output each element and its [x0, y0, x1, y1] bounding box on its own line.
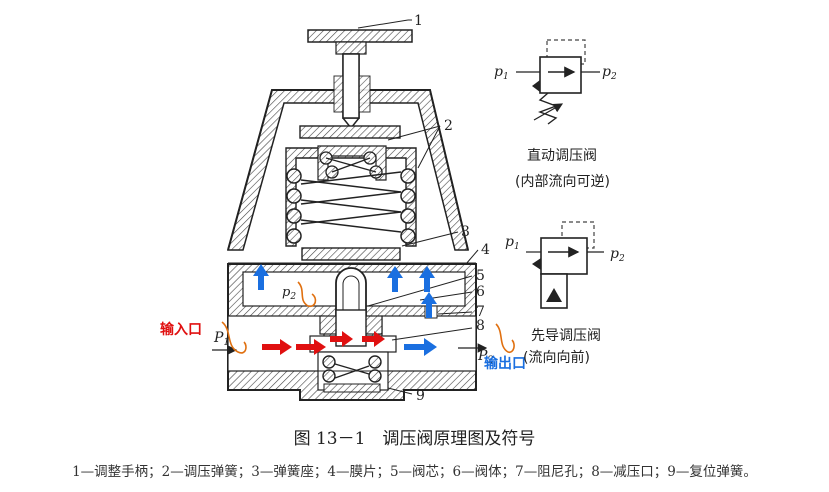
leader-lines — [357, 19, 479, 395]
part-number-7: 7 — [476, 304, 485, 320]
part-number-1: 1 — [414, 13, 423, 29]
inlet-flow-arrows — [262, 331, 385, 355]
direct-symbol-title: 直动调压阀 — [527, 147, 597, 164]
part-number-8: 8 — [476, 318, 485, 334]
direct-p1-label: p1 — [494, 64, 509, 82]
output-port-label: 输出口 — [484, 355, 526, 372]
upper-spring-seat — [299, 125, 401, 139]
pilot-operated-symbol — [526, 221, 604, 309]
valve-cross-section — [227, 29, 477, 401]
pilot-symbol-note: (流向向前) — [523, 349, 590, 366]
part-number-3: 3 — [461, 224, 470, 240]
svg-text:P2: P2 — [477, 348, 494, 366]
part-number-6: 6 — [476, 284, 485, 300]
adjusting-handle — [307, 29, 413, 43]
direct-symbol-note: (内部流向可逆) — [515, 174, 610, 190]
highlight-scribbles — [221, 281, 515, 354]
pilot-p1-label: p1 — [505, 234, 520, 252]
direct-acting-symbol — [516, 39, 600, 125]
direct-p2-label: p2 — [602, 64, 617, 82]
part-number-5: 5 — [476, 268, 485, 284]
svg-text:P1: P1 — [213, 330, 230, 348]
outlet-flow-arrows — [253, 264, 437, 356]
pilot-symbol-title: 先导调压阀 — [531, 328, 601, 344]
inlet-pressure-label: P1 — [213, 330, 230, 348]
figure-caption-title: 图 13－1 调压阀原理图及符号 — [293, 429, 536, 449]
input-port-label: 输入口 — [160, 321, 202, 338]
outlet-pressure-label: P2 — [477, 348, 494, 366]
svg-text:p2: p2 — [282, 285, 296, 302]
chamber-pressure-label: p2 — [282, 285, 296, 302]
part-number-9: 9 — [416, 388, 425, 404]
part-number-4: 4 — [481, 242, 490, 258]
figure-caption-legend: 1—调整手柄；2—调压弹簧；3—弹簧座；4—膜片；5—阀芯；6—阀体；7—阻尼孔… — [72, 464, 757, 480]
pilot-p2-label: p2 — [610, 246, 625, 264]
part-number-2: 2 — [444, 118, 453, 134]
spring-seat-cup — [285, 147, 417, 247]
adjusting-spring — [286, 168, 416, 244]
return-spring — [322, 355, 382, 383]
